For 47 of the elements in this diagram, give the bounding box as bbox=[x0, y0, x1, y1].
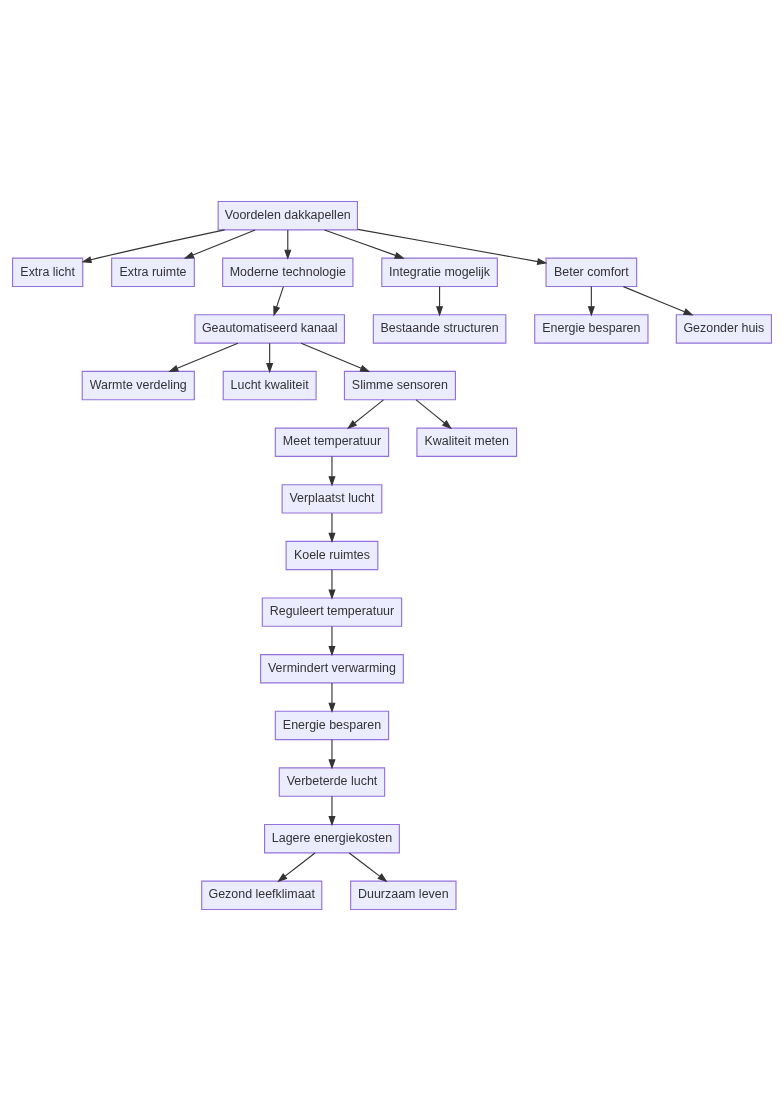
node-box: Lucht kwaliteit bbox=[222, 370, 317, 400]
node-box: Extra licht bbox=[12, 257, 84, 287]
arrow bbox=[328, 625, 336, 656]
arrow bbox=[587, 285, 595, 316]
node-box: Warmte verdeling bbox=[81, 370, 195, 400]
arrow bbox=[346, 398, 385, 429]
arrow bbox=[622, 285, 694, 315]
arrow bbox=[328, 682, 336, 713]
arrow bbox=[415, 398, 453, 429]
node-box: Koele ruimtes bbox=[285, 540, 379, 570]
arrow bbox=[284, 228, 292, 260]
node-box: Bestaande structuren bbox=[372, 313, 507, 344]
node-box: Vermindert verwarming bbox=[260, 653, 404, 683]
arrow bbox=[168, 342, 239, 372]
node-box: Verbeterde lucht bbox=[278, 766, 386, 797]
arrow bbox=[273, 285, 284, 316]
node-box: Voordelen dakkapellen bbox=[217, 200, 358, 230]
node-box: Lagere energiekosten bbox=[264, 823, 400, 853]
arrow bbox=[328, 455, 336, 486]
node-box: Slimme sensoren bbox=[343, 370, 456, 400]
node-box: Kwaliteit meten bbox=[416, 427, 518, 457]
arrow bbox=[183, 228, 256, 259]
arrow bbox=[300, 342, 371, 372]
node-box: Beter comfort bbox=[545, 257, 638, 287]
node-box: Geautomatiseerd kanaal bbox=[194, 313, 345, 344]
arrow bbox=[436, 285, 444, 316]
node-box: Energie besparen bbox=[274, 710, 390, 740]
arrow bbox=[328, 795, 336, 826]
arrow bbox=[328, 568, 336, 600]
arrow bbox=[328, 512, 336, 543]
arrow bbox=[357, 228, 548, 265]
node-box: Extra ruimte bbox=[111, 257, 195, 287]
node-box: Gezonder huis bbox=[675, 313, 772, 344]
arrow bbox=[266, 342, 274, 373]
node-box: Integratie mogelijk bbox=[381, 257, 498, 287]
node-box: Moderne technologie bbox=[222, 257, 354, 287]
arrow bbox=[277, 851, 316, 882]
node-box: Reguleert temperatuur bbox=[261, 596, 403, 627]
node-box: Gezond leefklimaat bbox=[201, 880, 323, 910]
node-box: Duurzaam leven bbox=[350, 880, 457, 910]
arrow bbox=[81, 228, 226, 263]
arrow bbox=[348, 851, 388, 882]
node-box: Verplaatst lucht bbox=[281, 483, 383, 514]
arrow bbox=[328, 738, 336, 770]
node-box: Meet temperatuur bbox=[274, 427, 390, 457]
arrow bbox=[323, 228, 405, 259]
node-box: Energie besparen bbox=[534, 313, 649, 344]
